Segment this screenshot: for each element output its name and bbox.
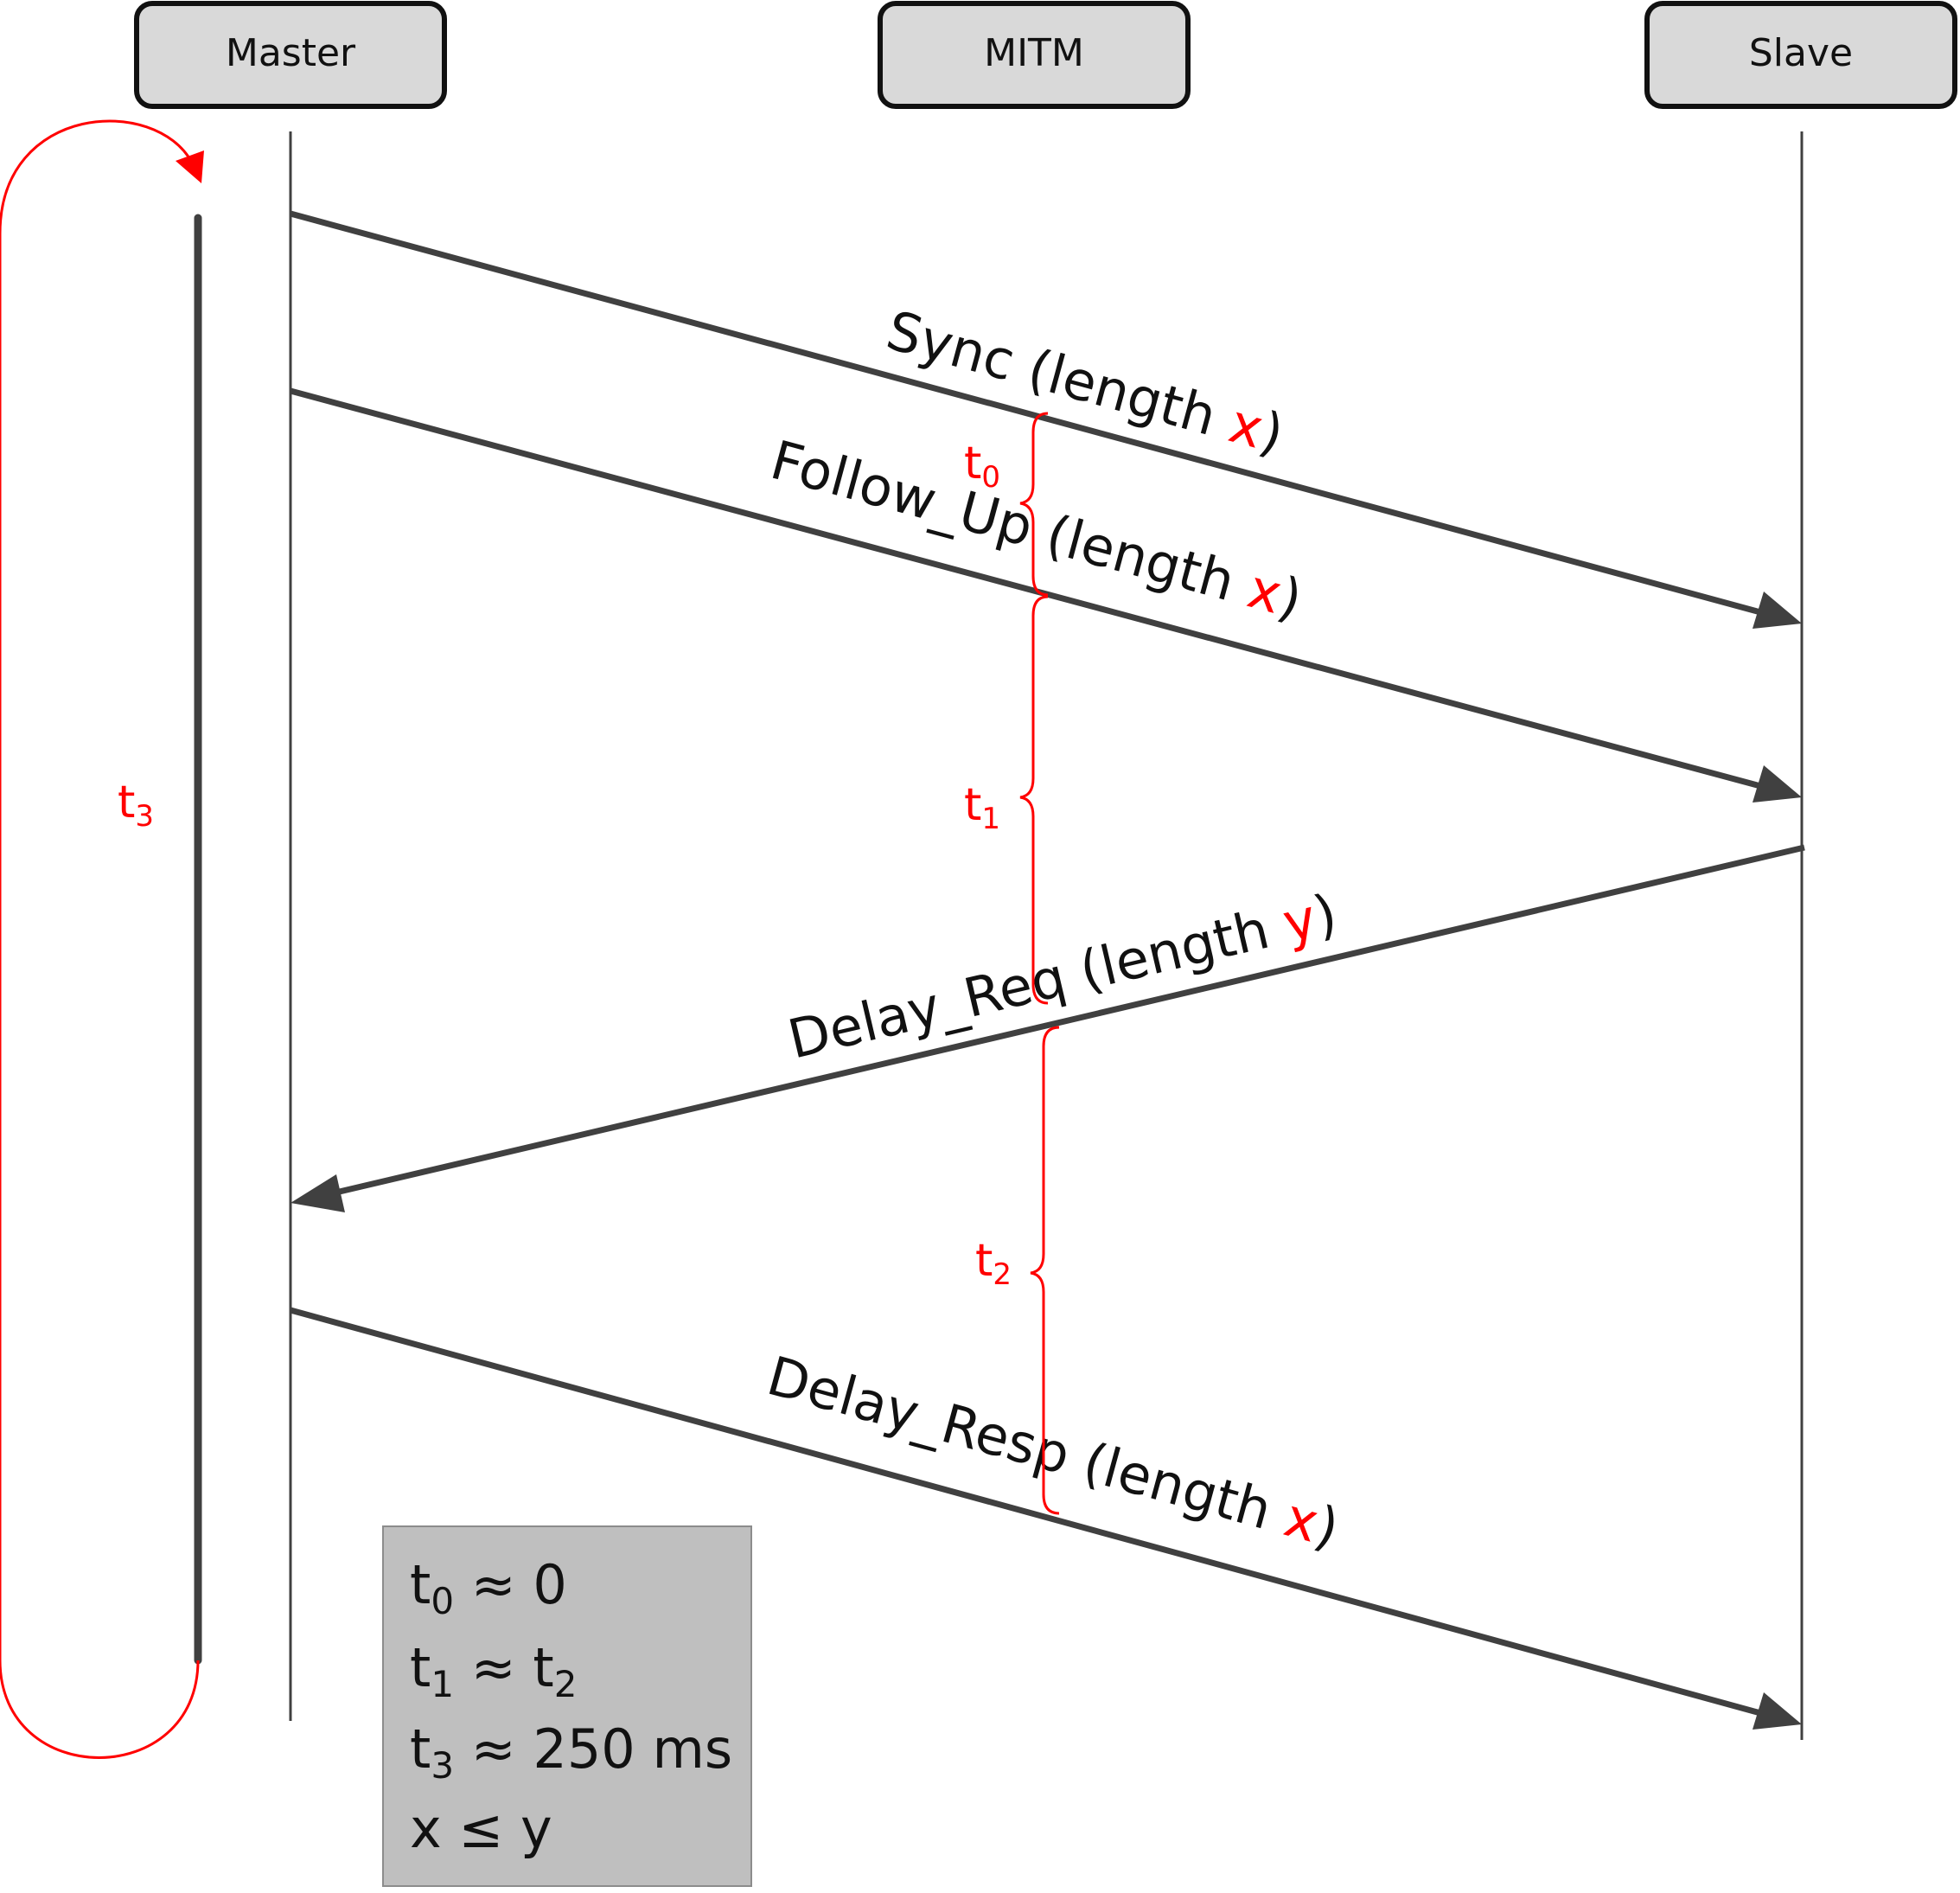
actor-slave-label: Slave [1749, 31, 1853, 75]
legend-line-t3: t3 ≈ 250 ms [410, 1717, 732, 1787]
label-t0: t0 [964, 438, 1000, 495]
actor-mitm-label: MITM [984, 31, 1084, 75]
brace-t1 [1019, 595, 1049, 1005]
message-sync: Sync (length x) [290, 210, 1802, 629]
legend-box: t0 ≈ 0 t1 ≈ t2 t3 ≈ 250 ms x ≤ y [382, 1525, 752, 1887]
follow-up-arrowhead [1753, 765, 1802, 803]
brace-t0 [1019, 412, 1049, 597]
legend-line-t1-t2: t1 ≈ t2 [410, 1636, 577, 1705]
actor-slave: Slave [1644, 1, 1957, 109]
actor-master-label: Master [226, 31, 356, 75]
delay-resp-label: Delay_Resp (length x) [761, 1344, 1345, 1560]
brace-t2 [1030, 1026, 1060, 1515]
label-t1: t1 [964, 779, 1000, 836]
sync-label: Sync (length x) [880, 298, 1290, 466]
legend-line-t0: t0 ≈ 0 [410, 1553, 567, 1622]
message-delay-req: Delay_Req (length y) [290, 844, 1805, 1212]
delay-resp-arrowhead [1753, 1692, 1802, 1730]
sync-arrowhead [1753, 592, 1802, 629]
t3-cycle-loop [0, 119, 204, 1759]
actor-mitm: MITM [878, 1, 1191, 109]
t3-loop-arrowhead [176, 150, 204, 183]
label-t3: t3 [118, 777, 154, 834]
actor-master: Master [134, 1, 447, 109]
legend-line-x-y: x ≤ y [410, 1797, 552, 1860]
delay-req-arrowhead [290, 1174, 345, 1212]
label-t2: t2 [975, 1235, 1012, 1292]
